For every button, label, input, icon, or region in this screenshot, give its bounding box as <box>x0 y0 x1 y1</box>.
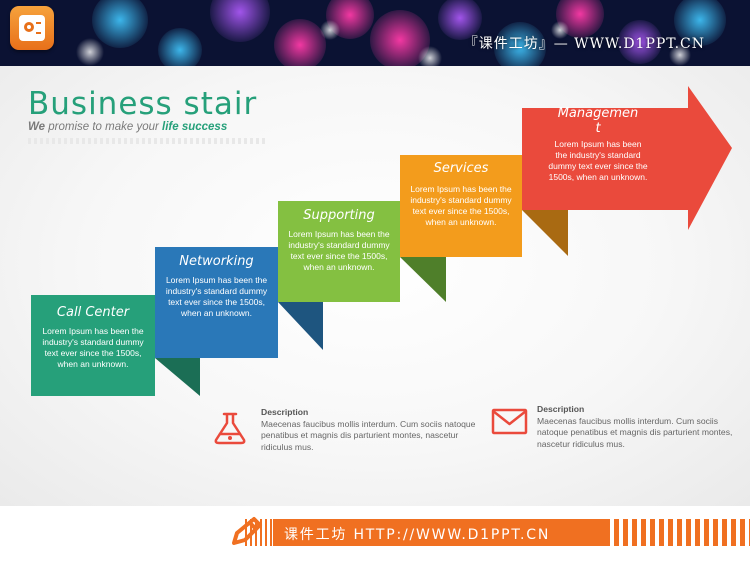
slide-subtitle: We promise to make your life success <box>28 121 228 133</box>
step-title: Managemen t <box>557 106 639 136</box>
description-block-2: Description Maecenas faucibus mollis int… <box>537 404 749 450</box>
step-management: Managemen t Lorem Ipsum has been the ind… <box>548 106 648 210</box>
footer-link[interactable]: 课件工坊 HTTP://WWW.D1PPT.CN <box>284 527 551 543</box>
description-text: Maecenas faucibus mollis interdum. Cum s… <box>537 415 733 449</box>
footer-stripes-left <box>245 519 273 546</box>
description-text: Maecenas faucibus mollis interdum. Cum s… <box>261 418 476 452</box>
step-services: Services Lorem Ipsum has been the indust… <box>400 155 522 257</box>
step-title: Networking <box>179 254 254 269</box>
description-title: Description <box>537 404 585 414</box>
lab-flask-icon <box>214 412 246 445</box>
header-site-text: 『课件工坊』— WWW.D1PPT.CN <box>463 36 705 52</box>
step-title: Services <box>433 161 489 176</box>
step-text: Lorem Ipsum has been the industry's stan… <box>165 275 268 318</box>
title-divider <box>28 138 268 144</box>
presentation-icon <box>10 6 54 50</box>
step-text: Lorem Ipsum has been the industry's stan… <box>42 326 144 369</box>
slide-title: Business stair <box>28 86 258 122</box>
step-text: Lorem Ipsum has been the industry's stan… <box>410 184 512 227</box>
description-title: Description <box>261 407 309 417</box>
step-text: Lorem Ipsum has been the industry's stan… <box>548 139 648 182</box>
footer-bar <box>273 519 605 546</box>
step-networking: Networking Lorem Ipsum has been the indu… <box>155 247 278 358</box>
footer-stripes-right <box>605 519 750 546</box>
description-block-1: Description Maecenas faucibus mollis int… <box>261 407 476 453</box>
step-title: Call Center <box>56 305 130 320</box>
step-title: Supporting <box>303 208 375 223</box>
mail-icon <box>491 408 528 435</box>
bokeh-background <box>0 0 750 66</box>
step-text: Lorem Ipsum has been the industry's stan… <box>288 229 390 272</box>
step-supporting: Supporting Lorem Ipsum has been the indu… <box>278 201 400 302</box>
header-banner: 『课件工坊』— WWW.D1PPT.CN <box>0 0 750 66</box>
step-call-center: Call Center Lorem Ipsum has been the ind… <box>31 295 155 396</box>
